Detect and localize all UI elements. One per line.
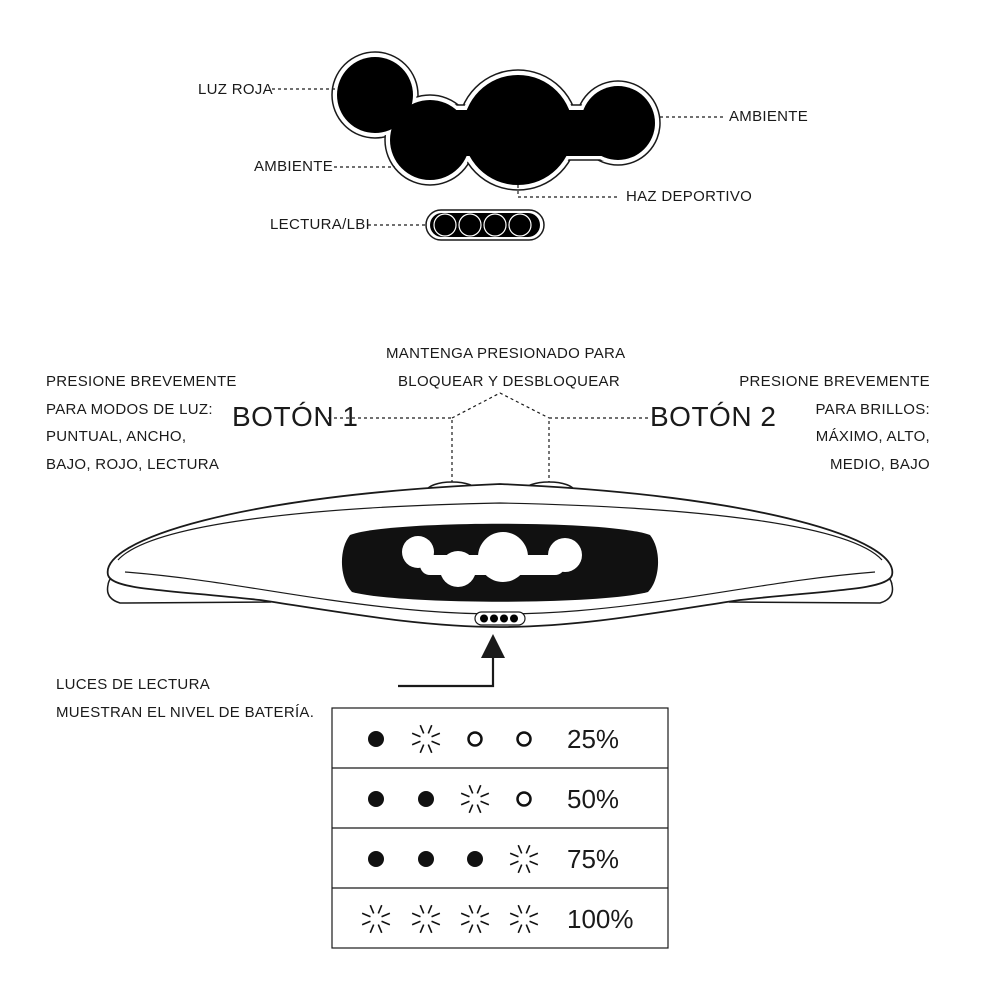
button-2-desc-line: MEDIO, BAJO — [830, 455, 930, 473]
label-luz-roja: LUZ ROJA — [198, 81, 273, 98]
battery-indicator-blink — [460, 904, 490, 934]
battery-indicator-blink — [411, 904, 441, 934]
battery-percent-75: 75% — [567, 844, 620, 874]
battery-caption: LUCES DE LECTURA MUESTRAN EL NIVEL DE BA… — [56, 671, 314, 726]
battery-indicator-solid — [418, 791, 434, 807]
battery-indicator-solid — [368, 791, 384, 807]
button-2-desc-line: PARA BRILLOS: — [815, 400, 930, 418]
battery-percent-25: 25% — [567, 724, 620, 754]
battery-percent-50: 50% — [567, 784, 620, 814]
battery-caption-line: LUCES DE LECTURA — [56, 676, 211, 693]
battery-indicator-solid — [418, 851, 434, 867]
hold-instruction-line1: MANTENGA PRESIONADO PARA — [386, 345, 626, 362]
button-2-description: PRESIONE BREVEMENTE PARA BRILLOS: MÁXIMO… — [739, 368, 930, 478]
button-1-description: PRESIONE BREVEMENTE PARA MODOS DE LUZ: P… — [46, 368, 237, 478]
button-1-desc-line: BAJO, ROJO, LECTURA — [46, 455, 220, 473]
battery-indicator-blink — [509, 844, 539, 874]
battery-indicator-solid — [467, 851, 483, 867]
battery-indicator-hollow — [516, 791, 532, 807]
battery-indicator-blink — [509, 904, 539, 934]
label-ambiente-right: AMBIENTE — [729, 108, 809, 125]
button-1-desc-line: PRESIONE BREVEMENTE — [46, 373, 237, 390]
reading-lights-pill — [425, 209, 545, 241]
battery-percent-100: 100% — [567, 904, 634, 934]
hold-instruction-line2: BLOQUEAR Y DESBLOQUEAR — [398, 373, 620, 390]
label-ambiente-left: AMBIENTE — [254, 158, 334, 175]
button-2-desc-line: PRESIONE BREVEMENTE — [739, 373, 930, 390]
battery-indicator-blink — [460, 784, 490, 814]
battery-indicator-solid — [368, 851, 384, 867]
battery-arrow — [398, 634, 505, 688]
button-1-label: BOTÓN 1 — [232, 401, 359, 432]
battery-table-frame — [331, 707, 669, 949]
battery-indicator-solid — [368, 731, 384, 747]
battery-indicator-hollow — [467, 731, 483, 747]
battery-indicator-blink — [411, 724, 441, 754]
button-1-desc-line: PARA MODOS DE LUZ: — [46, 400, 213, 418]
battery-indicators — [361, 724, 539, 934]
battery-indicator-hollow — [516, 731, 532, 747]
button-2-desc-line: MÁXIMO, ALTO, — [815, 428, 930, 445]
leader-lines-top — [272, 88, 725, 226]
label-lectura-lbi: LECTURA/LBI — [270, 216, 370, 233]
battery-caption-line: MUESTRAN EL NIVEL DE BATERÍA. — [56, 703, 315, 721]
label-haz-deportivo: HAZ DEPORTIVO — [626, 188, 753, 205]
button-2-label: BOTÓN 2 — [650, 401, 777, 432]
light-modes-shape — [331, 51, 661, 191]
button-leader-lines — [328, 392, 648, 482]
battery-indicator-blink — [361, 904, 391, 934]
button-1-desc-line: PUNTUAL, ANCHO, — [46, 428, 187, 445]
headlamp-drawing — [106, 481, 894, 628]
